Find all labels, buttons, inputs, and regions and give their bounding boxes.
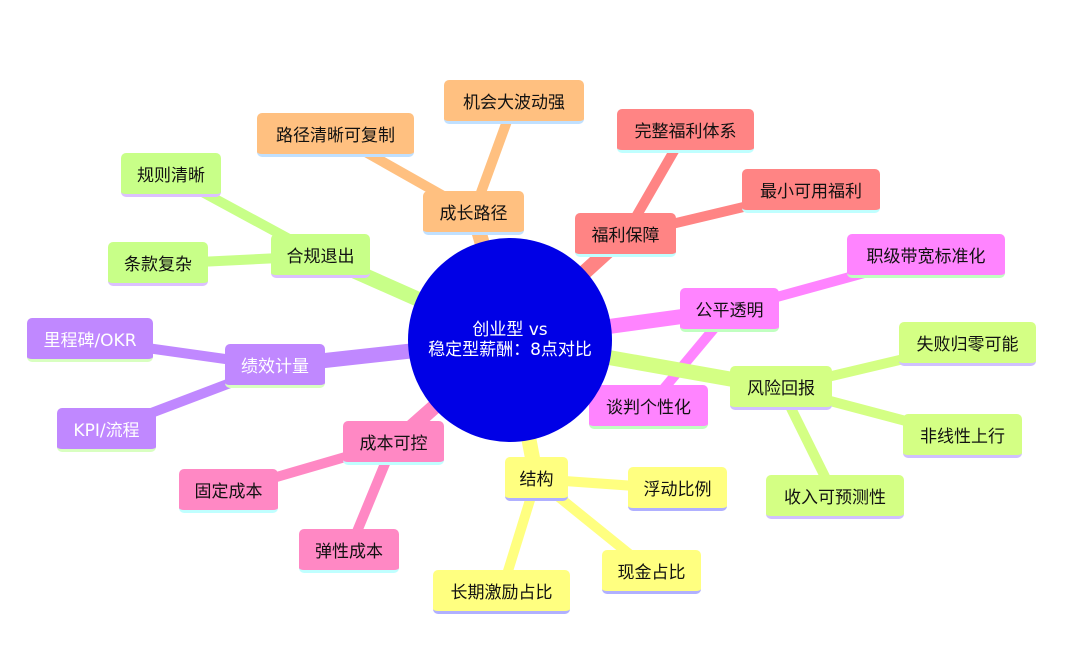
branch-topic[interactable]: 福利保障 (575, 213, 676, 257)
leaf-topic-label: 长期激励占比 (450, 583, 553, 603)
leaf-topic[interactable]: 收入可预测性 (766, 475, 904, 519)
branch-topic-label: 成本可控 (359, 434, 428, 454)
central-topic[interactable]: 创业型 vs 稳定型薪酬：8点对比 (408, 238, 612, 442)
leaf-topic[interactable]: 完整福利体系 (617, 109, 754, 153)
leaf-topic[interactable]: 规则清晰 (121, 153, 221, 197)
leaf-topic[interactable]: 失败归零可能 (899, 322, 1036, 366)
branch-topic[interactable]: 成本可控 (343, 421, 444, 465)
leaf-topic-label: KPI/流程 (73, 421, 140, 441)
leaf-topic-label: 里程碑/OKR (43, 331, 137, 351)
leaf-topic[interactable]: 固定成本 (179, 469, 278, 513)
leaf-topic[interactable]: 长期激励占比 (433, 570, 570, 614)
leaf-topic[interactable]: 非线性上行 (903, 414, 1022, 458)
branch-topic-label: 成长路径 (439, 204, 508, 224)
leaf-topic[interactable]: 谈判个性化 (589, 385, 708, 429)
central-topic-line2: 稳定型薪酬：8点对比 (428, 340, 592, 360)
leaf-topic-label: 失败归零可能 (916, 335, 1019, 355)
leaf-topic-label: 非线性上行 (920, 427, 1005, 447)
branch-topic[interactable]: 合规退出 (271, 234, 370, 278)
branch-topic[interactable]: 结构 (505, 457, 568, 501)
central-topic-line1: 创业型 vs (472, 320, 548, 340)
branch-topic-label: 绩效计量 (241, 357, 309, 377)
leaf-topic[interactable]: 现金占比 (602, 550, 701, 594)
leaf-topic-label: 固定成本 (194, 482, 263, 502)
branch-topic[interactable]: 风险回报 (730, 366, 832, 410)
leaf-topic[interactable]: 最小可用福利 (742, 169, 880, 213)
leaf-topic-label: 谈判个性化 (606, 398, 691, 418)
leaf-topic-label: 现金占比 (617, 563, 686, 583)
branch-topic[interactable]: 公平透明 (680, 288, 779, 332)
branch-topic-label: 合规退出 (286, 247, 355, 267)
branch-topic-label: 福利保障 (591, 226, 660, 246)
leaf-topic-label: 条款复杂 (124, 255, 192, 275)
leaf-topic[interactable]: 里程碑/OKR (27, 318, 153, 362)
leaf-topic-label: 职级带宽标准化 (866, 247, 986, 267)
leaf-topic[interactable]: KPI/流程 (57, 408, 156, 452)
leaf-topic[interactable]: 弹性成本 (299, 529, 399, 573)
leaf-topic-label: 完整福利体系 (634, 122, 737, 142)
leaf-topic[interactable]: 机会大波动强 (444, 80, 584, 124)
leaf-topic[interactable]: 路径清晰可复制 (257, 113, 414, 157)
branch-topic-label: 结构 (519, 470, 554, 490)
branch-topic-label: 公平透明 (695, 301, 764, 321)
leaf-topic-label: 最小可用福利 (760, 182, 862, 202)
branch-topic[interactable]: 绩效计量 (225, 344, 325, 388)
leaf-topic-label: 弹性成本 (315, 542, 383, 562)
leaf-topic[interactable]: 浮动比例 (628, 467, 727, 511)
leaf-topic-label: 机会大波动强 (463, 93, 565, 113)
leaf-topic[interactable]: 职级带宽标准化 (847, 234, 1005, 278)
leaf-topic[interactable]: 条款复杂 (108, 242, 208, 286)
leaf-topic-label: 路径清晰可复制 (276, 126, 395, 146)
leaf-topic-label: 规则清晰 (137, 166, 205, 186)
leaf-topic-label: 浮动比例 (643, 480, 712, 500)
branch-topic[interactable]: 成长路径 (423, 191, 524, 235)
leaf-topic-label: 收入可预测性 (784, 488, 886, 508)
branch-topic-label: 风险回报 (747, 379, 815, 399)
